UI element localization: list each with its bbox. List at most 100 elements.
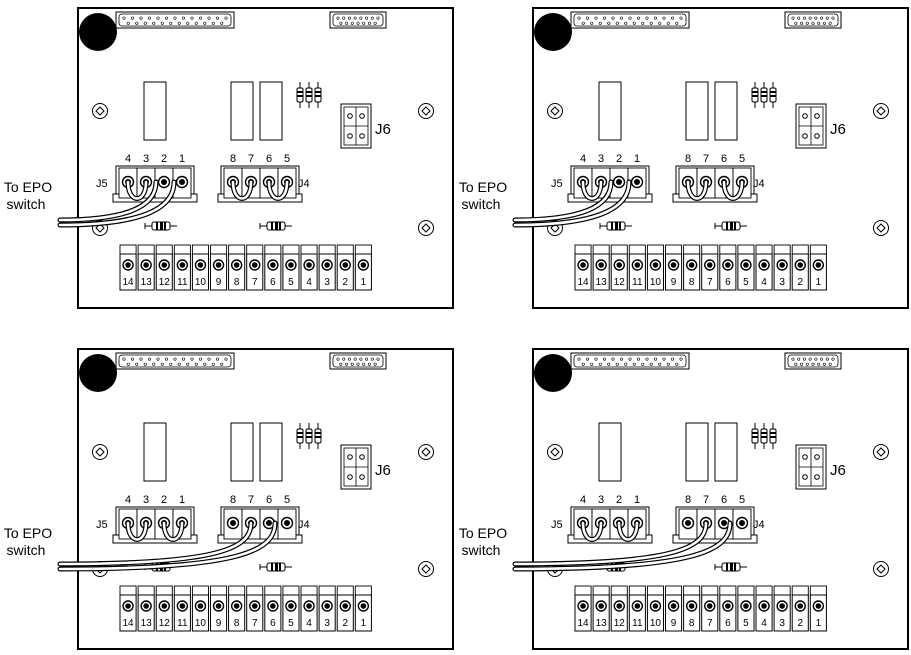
mounting-hole — [547, 103, 563, 119]
jumper-wire — [580, 520, 604, 542]
terminal-number-label: 11 — [177, 277, 188, 288]
mounting-hole — [92, 444, 108, 460]
relay-k3 — [714, 422, 738, 482]
mounting-hole — [873, 103, 889, 119]
terminal-number-label: 10 — [195, 277, 207, 288]
pin-number-label: 1 — [179, 494, 185, 506]
terminal-number-label: 9 — [671, 277, 677, 288]
jumper-wire — [580, 179, 604, 201]
terminal-number-label: 8 — [234, 618, 240, 629]
panel-badge: C — [79, 354, 117, 392]
terminal-number-label: 10 — [650, 277, 662, 288]
pin-number-label: 7 — [703, 494, 709, 506]
jumper-wire — [721, 179, 745, 201]
mounting-hole — [873, 444, 889, 460]
relay-k1 — [598, 422, 622, 482]
pin-number-label: 4 — [125, 494, 131, 506]
pin-number-label: 4 — [580, 494, 586, 506]
j4-label: J4 — [298, 519, 310, 531]
terminal-number-label: 14 — [577, 277, 589, 288]
jumper-wire — [266, 179, 290, 201]
pin-number-label: 3 — [598, 494, 604, 506]
epo-cable-label-line2: switch — [7, 196, 46, 212]
resistor-array — [751, 82, 777, 108]
terminal-number-label: 12 — [159, 618, 171, 629]
relay-k2 — [230, 422, 254, 482]
pin-number-label: 1 — [634, 153, 640, 165]
terminal-number-label: 1 — [816, 618, 822, 629]
pin-number-label: 2 — [616, 153, 622, 165]
pin-number-label: 6 — [721, 494, 727, 506]
db9-connector — [329, 11, 387, 29]
jumper-wire — [685, 179, 709, 201]
terminal-number-label: 10 — [650, 618, 662, 629]
terminal-number-label: 4 — [306, 618, 312, 629]
terminal-number-label: 11 — [632, 618, 643, 629]
db25-connector — [570, 11, 690, 29]
pin-number-label: 8 — [230, 494, 236, 506]
epo-cable-label-line1: To EPO — [459, 525, 507, 541]
pin-number-label: 8 — [685, 494, 691, 506]
relay-k1 — [143, 81, 167, 141]
terminal-number-label: 11 — [177, 618, 188, 629]
pin-number-label: 8 — [685, 153, 691, 165]
terminal-number-label: 6 — [270, 277, 276, 288]
pin-number-label: 5 — [739, 153, 745, 165]
db25-connector — [115, 11, 235, 29]
j6-label: J6 — [375, 462, 391, 479]
terminal-number-label: 14 — [122, 277, 134, 288]
db9-connector — [784, 11, 842, 29]
terminal-strip — [119, 244, 372, 291]
mounting-hole — [418, 444, 434, 460]
pin-number-label: 3 — [598, 153, 604, 165]
mounting-hole — [418, 220, 434, 236]
jumper-wire — [125, 179, 149, 201]
terminal-number-label: 4 — [761, 277, 767, 288]
relay-k3 — [714, 81, 738, 141]
terminal-number-label: 13 — [141, 618, 153, 629]
panel-badge: D — [534, 354, 572, 392]
db9-connector — [784, 352, 842, 370]
terminal-number-label: 13 — [596, 277, 608, 288]
epo-cable — [57, 179, 177, 228]
epo-cable — [57, 520, 278, 572]
mounting-hole — [873, 220, 889, 236]
terminal-number-label: 1 — [361, 277, 367, 288]
terminal-number-label: 2 — [797, 618, 803, 629]
terminal-number-label: 10 — [195, 618, 207, 629]
terminal-number-label: 3 — [324, 277, 330, 288]
terminal-number-label: 1 — [361, 618, 367, 629]
resistor-array — [296, 82, 322, 108]
terminal-number-label: 5 — [288, 618, 294, 629]
pin-number-label: 3 — [143, 153, 149, 165]
j6-connector — [795, 103, 827, 149]
jumper-wire — [161, 520, 185, 542]
mounting-hole — [418, 103, 434, 119]
epo-cable-label-line2: switch — [462, 542, 501, 558]
terminal-number-label: 3 — [324, 618, 330, 629]
terminal-number-label: 3 — [779, 277, 785, 288]
db9-connector — [329, 352, 387, 370]
j4-screw-terminal — [672, 506, 758, 544]
panel-badge-letter: B — [545, 20, 561, 47]
relay-k2 — [685, 422, 709, 482]
resistor-r2 — [259, 221, 292, 231]
pin-number-label: 5 — [739, 494, 745, 506]
pin-number-label: 3 — [143, 494, 149, 506]
pin-number-label: 4 — [580, 153, 586, 165]
terminal-number-label: 6 — [270, 618, 276, 629]
terminal-number-label: 5 — [288, 277, 294, 288]
terminal-number-label: 7 — [707, 277, 713, 288]
mounting-hole — [92, 103, 108, 119]
epo-cable — [512, 179, 632, 228]
panel-badge-letter: C — [89, 361, 106, 388]
j6-connector — [340, 103, 372, 149]
panel-badge: B — [534, 13, 572, 51]
terminal-number-label: 11 — [632, 277, 643, 288]
db25-connector — [115, 352, 235, 370]
terminal-number-label: 2 — [342, 618, 348, 629]
pin-number-label: 2 — [161, 494, 167, 506]
resistor-r1 — [144, 221, 177, 231]
